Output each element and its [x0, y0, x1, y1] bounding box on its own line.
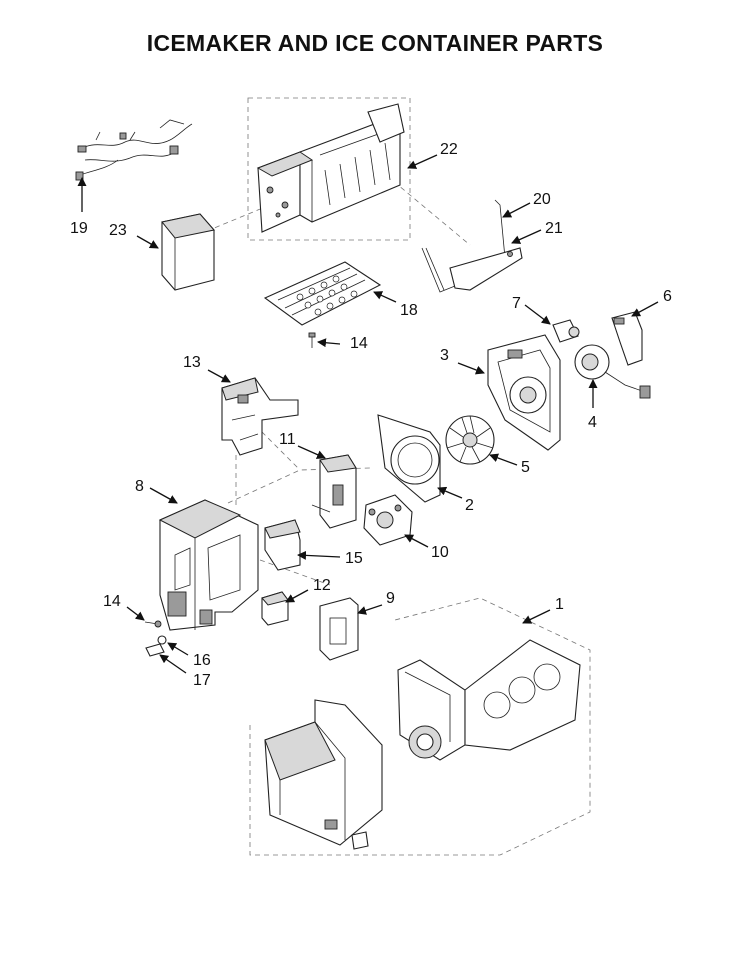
bushing-part — [552, 319, 580, 343]
callout-10: 10 — [431, 544, 449, 561]
cover-plate-part — [319, 597, 359, 661]
switch-bracket-part — [264, 519, 301, 571]
icemaker-cover-part — [161, 213, 215, 291]
callout-4: 4 — [588, 414, 597, 431]
clip-part — [145, 643, 165, 657]
callout-11: 11 — [279, 431, 296, 448]
callout-12: 12 — [313, 577, 331, 594]
callout-23: 23 — [109, 222, 127, 239]
ice-container-assembly-boundary — [249, 597, 591, 856]
ice-bucket-front-part — [264, 699, 383, 850]
icemaker-assembly-boundary — [247, 97, 411, 241]
screw-part — [308, 332, 316, 348]
callout-17: 17 — [193, 672, 211, 689]
fan-shroud-part — [377, 414, 441, 503]
callout-16: 16 — [193, 652, 211, 669]
callout-leaders — [77, 154, 659, 674]
connector-part — [611, 311, 643, 366]
callout-19: 19 — [70, 220, 88, 237]
fan-blade-part — [445, 415, 495, 465]
switch-housing-part — [311, 454, 357, 529]
screw-part — [144, 620, 162, 628]
fan-motor-part — [574, 344, 651, 399]
callout-15: 15 — [345, 550, 363, 567]
callout-6: 6 — [663, 288, 672, 305]
callout-7: 7 — [512, 295, 521, 312]
callout-14-top: 14 — [350, 335, 368, 352]
washer-part — [157, 635, 167, 645]
callout-13: 13 — [183, 354, 201, 371]
wire-harness-part — [75, 119, 193, 181]
callout-2: 2 — [465, 497, 474, 514]
callout-14-bottom: 14 — [103, 593, 121, 610]
callout-5: 5 — [521, 459, 530, 476]
callout-20: 20 — [533, 191, 551, 208]
ice-housing-part — [158, 499, 259, 631]
ice-mold-part — [263, 261, 382, 326]
callout-21: 21 — [545, 220, 563, 237]
page-title: ICEMAKER AND ICE CONTAINER PARTS — [146, 30, 604, 56]
mounting-bracket-part — [221, 377, 299, 456]
icemaker-part — [256, 103, 405, 233]
housing-alignment-lines — [189, 169, 471, 586]
callout-9: 9 — [386, 590, 395, 607]
callout-18: 18 — [400, 302, 418, 319]
callout-3: 3 — [440, 347, 449, 364]
callout-1: 1 — [555, 596, 564, 613]
fan-housing-part — [487, 334, 561, 451]
callout-8: 8 — [135, 478, 144, 495]
shutoff-arm-guard-part — [449, 247, 523, 291]
ice-container-part — [397, 639, 581, 761]
gear-motor-part — [363, 494, 413, 546]
door-switch-part — [261, 591, 289, 626]
callout-22: 22 — [440, 141, 458, 158]
